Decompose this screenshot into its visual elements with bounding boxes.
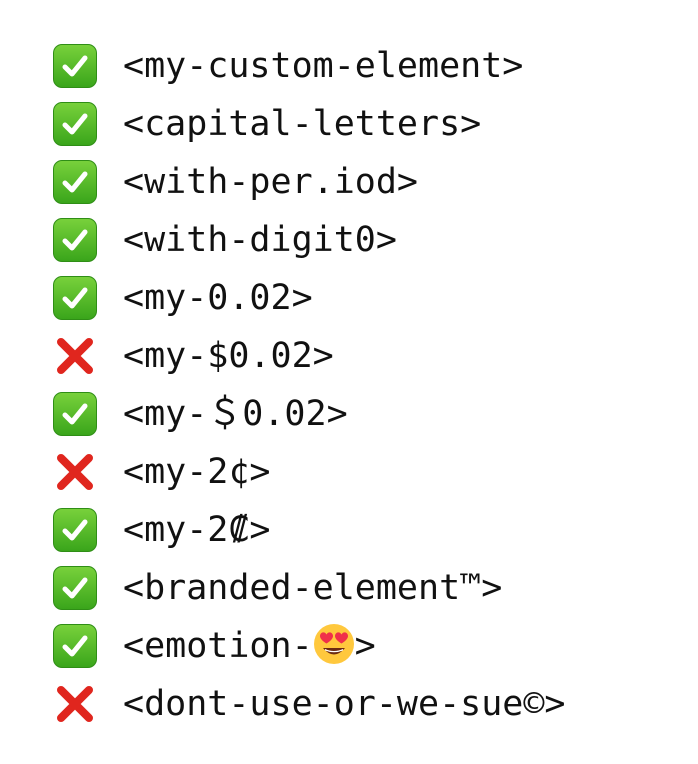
cross-mark-icon xyxy=(52,334,97,379)
cross-mark-icon xyxy=(52,450,97,495)
element-name-label: <with-digit0> xyxy=(123,220,397,260)
list-item: <my-$0.02> xyxy=(52,327,672,385)
check-mark-icon xyxy=(52,44,97,89)
element-name-label: <my-2¢> xyxy=(123,452,271,492)
list-item: <with-per.iod> xyxy=(52,153,672,211)
element-name-label: <emotion- > xyxy=(123,617,376,675)
list-item: <emotion- > xyxy=(52,617,672,675)
list-item: <dont-use-or-we-sue©> xyxy=(52,675,672,733)
list-item: <my-custom-element> xyxy=(52,37,672,95)
list-item: <branded-element™> xyxy=(52,559,672,617)
cross-mark-icon xyxy=(52,682,97,727)
element-name-label: <with-per.iod> xyxy=(123,162,419,202)
list-item: <my-2₡> xyxy=(52,501,672,559)
element-name-prefix: <emotion- xyxy=(123,626,313,666)
element-name-label: <branded-element™> xyxy=(123,568,503,608)
list-item: <my-0.02> xyxy=(52,269,672,327)
element-name-label: <my-custom-element> xyxy=(123,46,524,86)
check-mark-icon xyxy=(52,276,97,321)
element-name-label: <my-0.02> xyxy=(123,278,313,318)
list-item: <my-＄0.02> xyxy=(52,385,672,443)
element-name-list: <my-custom-element> <capital-letters> <w… xyxy=(52,37,672,733)
list-item: <with-digit0> xyxy=(52,211,672,269)
element-name-label: <dont-use-or-we-sue©> xyxy=(123,684,566,724)
check-mark-icon xyxy=(52,392,97,437)
element-name-label: <my-＄0.02> xyxy=(123,394,348,434)
check-mark-icon xyxy=(52,160,97,205)
check-mark-icon xyxy=(52,624,97,669)
check-mark-icon xyxy=(52,102,97,147)
check-mark-icon xyxy=(52,218,97,263)
heart-eyes-face-icon xyxy=(313,623,355,665)
element-name-label: <capital-letters> xyxy=(123,104,482,144)
check-mark-icon xyxy=(52,508,97,553)
list-item: <my-2¢> xyxy=(52,443,672,501)
element-name-label: <my-$0.02> xyxy=(123,336,334,376)
list-item: <capital-letters> xyxy=(52,95,672,153)
element-name-suffix: > xyxy=(354,626,376,666)
check-mark-icon xyxy=(52,566,97,611)
element-name-label: <my-2₡> xyxy=(123,510,271,550)
